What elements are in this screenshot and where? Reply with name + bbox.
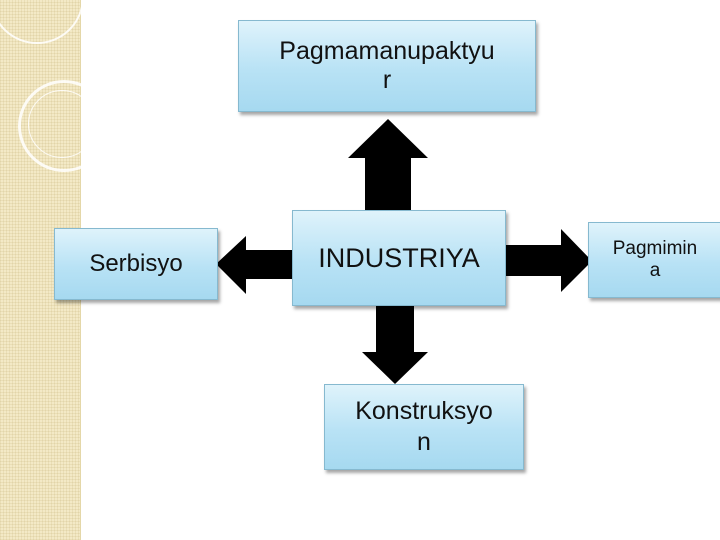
arrow-down <box>362 304 428 384</box>
mining-box: Pagmimin a <box>588 222 720 298</box>
construction-box: Konstruksyo n <box>324 384 524 470</box>
arrow-right <box>504 229 592 292</box>
industry-box: INDUSTRIYA <box>292 210 506 306</box>
industry-label: INDUSTRIYA <box>318 242 480 273</box>
construction-label: Konstruksyo n <box>355 397 493 456</box>
decorative-ring <box>28 90 96 158</box>
manufacturing-box: Pagmamanupaktyu r <box>238 20 536 112</box>
mining-label: Pagmimin a <box>612 238 698 281</box>
decorative-ring <box>18 80 110 172</box>
manufacturing-label: Pagmamanupaktyu r <box>279 37 495 94</box>
arrow-left <box>216 236 292 294</box>
arrow-up <box>348 119 428 210</box>
services-label: Serbisyo <box>89 250 183 277</box>
services-box: Serbisyo <box>54 228 218 300</box>
